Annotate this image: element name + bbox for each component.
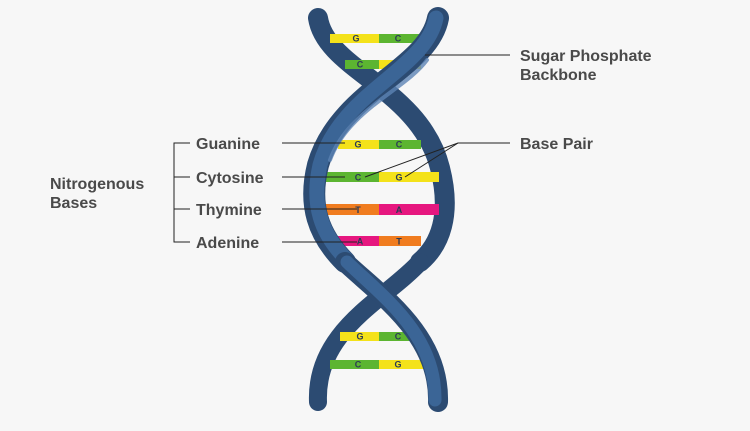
base-letter-left-6: G bbox=[356, 332, 363, 342]
base-pair-2: G C bbox=[338, 140, 421, 150]
base-rect-left-1 bbox=[345, 60, 379, 69]
base-letter-left-3: C bbox=[355, 173, 362, 183]
base-letter-right-3: G bbox=[395, 173, 402, 183]
base-pair-6: G C bbox=[340, 332, 421, 342]
base-rect-right-5 bbox=[379, 236, 421, 246]
base-letter-right-4: A bbox=[396, 205, 403, 215]
base-rect-right-0 bbox=[379, 34, 428, 43]
front-strand-upper bbox=[309, 10, 444, 268]
base-letter-left-2: G bbox=[354, 140, 361, 150]
base-rect-left-0 bbox=[330, 34, 379, 43]
label-nitrogenous-line1: Nitrogenous bbox=[50, 176, 144, 193]
base-letter-right-0: C bbox=[395, 34, 402, 44]
back-strand-upper bbox=[308, 8, 455, 272]
base-letter-left-1: C bbox=[357, 60, 364, 70]
base-rect-left-3 bbox=[316, 172, 379, 182]
leader-lines bbox=[173, 54, 510, 243]
base-rect-left-5 bbox=[334, 236, 379, 246]
base-pair-3: C G bbox=[316, 172, 439, 183]
base-letter-left-7: C bbox=[355, 360, 362, 370]
label-sugar-phosphate-line2: Backbone bbox=[520, 67, 597, 84]
base-pair-0: G C bbox=[330, 34, 428, 44]
base-rect-left-7 bbox=[330, 360, 379, 369]
base-letter-right-6: C bbox=[395, 332, 402, 342]
base-rect-right-7 bbox=[379, 360, 430, 369]
base-letter-right-2: C bbox=[396, 140, 403, 150]
label-base-pair: Base Pair bbox=[520, 136, 593, 153]
base-letter-right-7: G bbox=[394, 360, 401, 370]
label-nitrogenous-line2: Bases bbox=[50, 195, 97, 212]
base-rect-left-6 bbox=[340, 332, 379, 341]
base-rect-right-4 bbox=[379, 204, 439, 215]
base-pair-7: C G bbox=[330, 360, 430, 370]
leader-base-pair-to-c bbox=[364, 142, 459, 178]
base-rect-right-2 bbox=[379, 140, 421, 149]
label-sugar-phosphate-line1: Sugar Phosphate bbox=[520, 48, 652, 65]
back-strand-lower bbox=[308, 253, 429, 411]
base-letter-left-5: A bbox=[357, 237, 364, 247]
label-adenine: Adenine bbox=[196, 235, 259, 252]
base-letter-left-0: G bbox=[352, 34, 359, 44]
front-strand-upper-highlight bbox=[328, 58, 429, 162]
base-letter-right-5: T bbox=[396, 237, 402, 247]
base-rect-right-6 bbox=[379, 332, 421, 341]
front-strand-lower bbox=[340, 255, 442, 407]
bracket-nitrogenous-bases bbox=[173, 142, 190, 243]
base-rect-right-3 bbox=[379, 172, 439, 182]
label-thymine: Thymine bbox=[196, 202, 262, 219]
base-letter-left-4: T bbox=[355, 205, 361, 215]
base-rect-left-2 bbox=[338, 140, 379, 149]
base-pair-5: A T bbox=[334, 236, 421, 247]
label-cytosine: Cytosine bbox=[196, 170, 264, 187]
leader-base-pair-to-g bbox=[404, 142, 459, 178]
label-guanine: Guanine bbox=[196, 136, 260, 153]
